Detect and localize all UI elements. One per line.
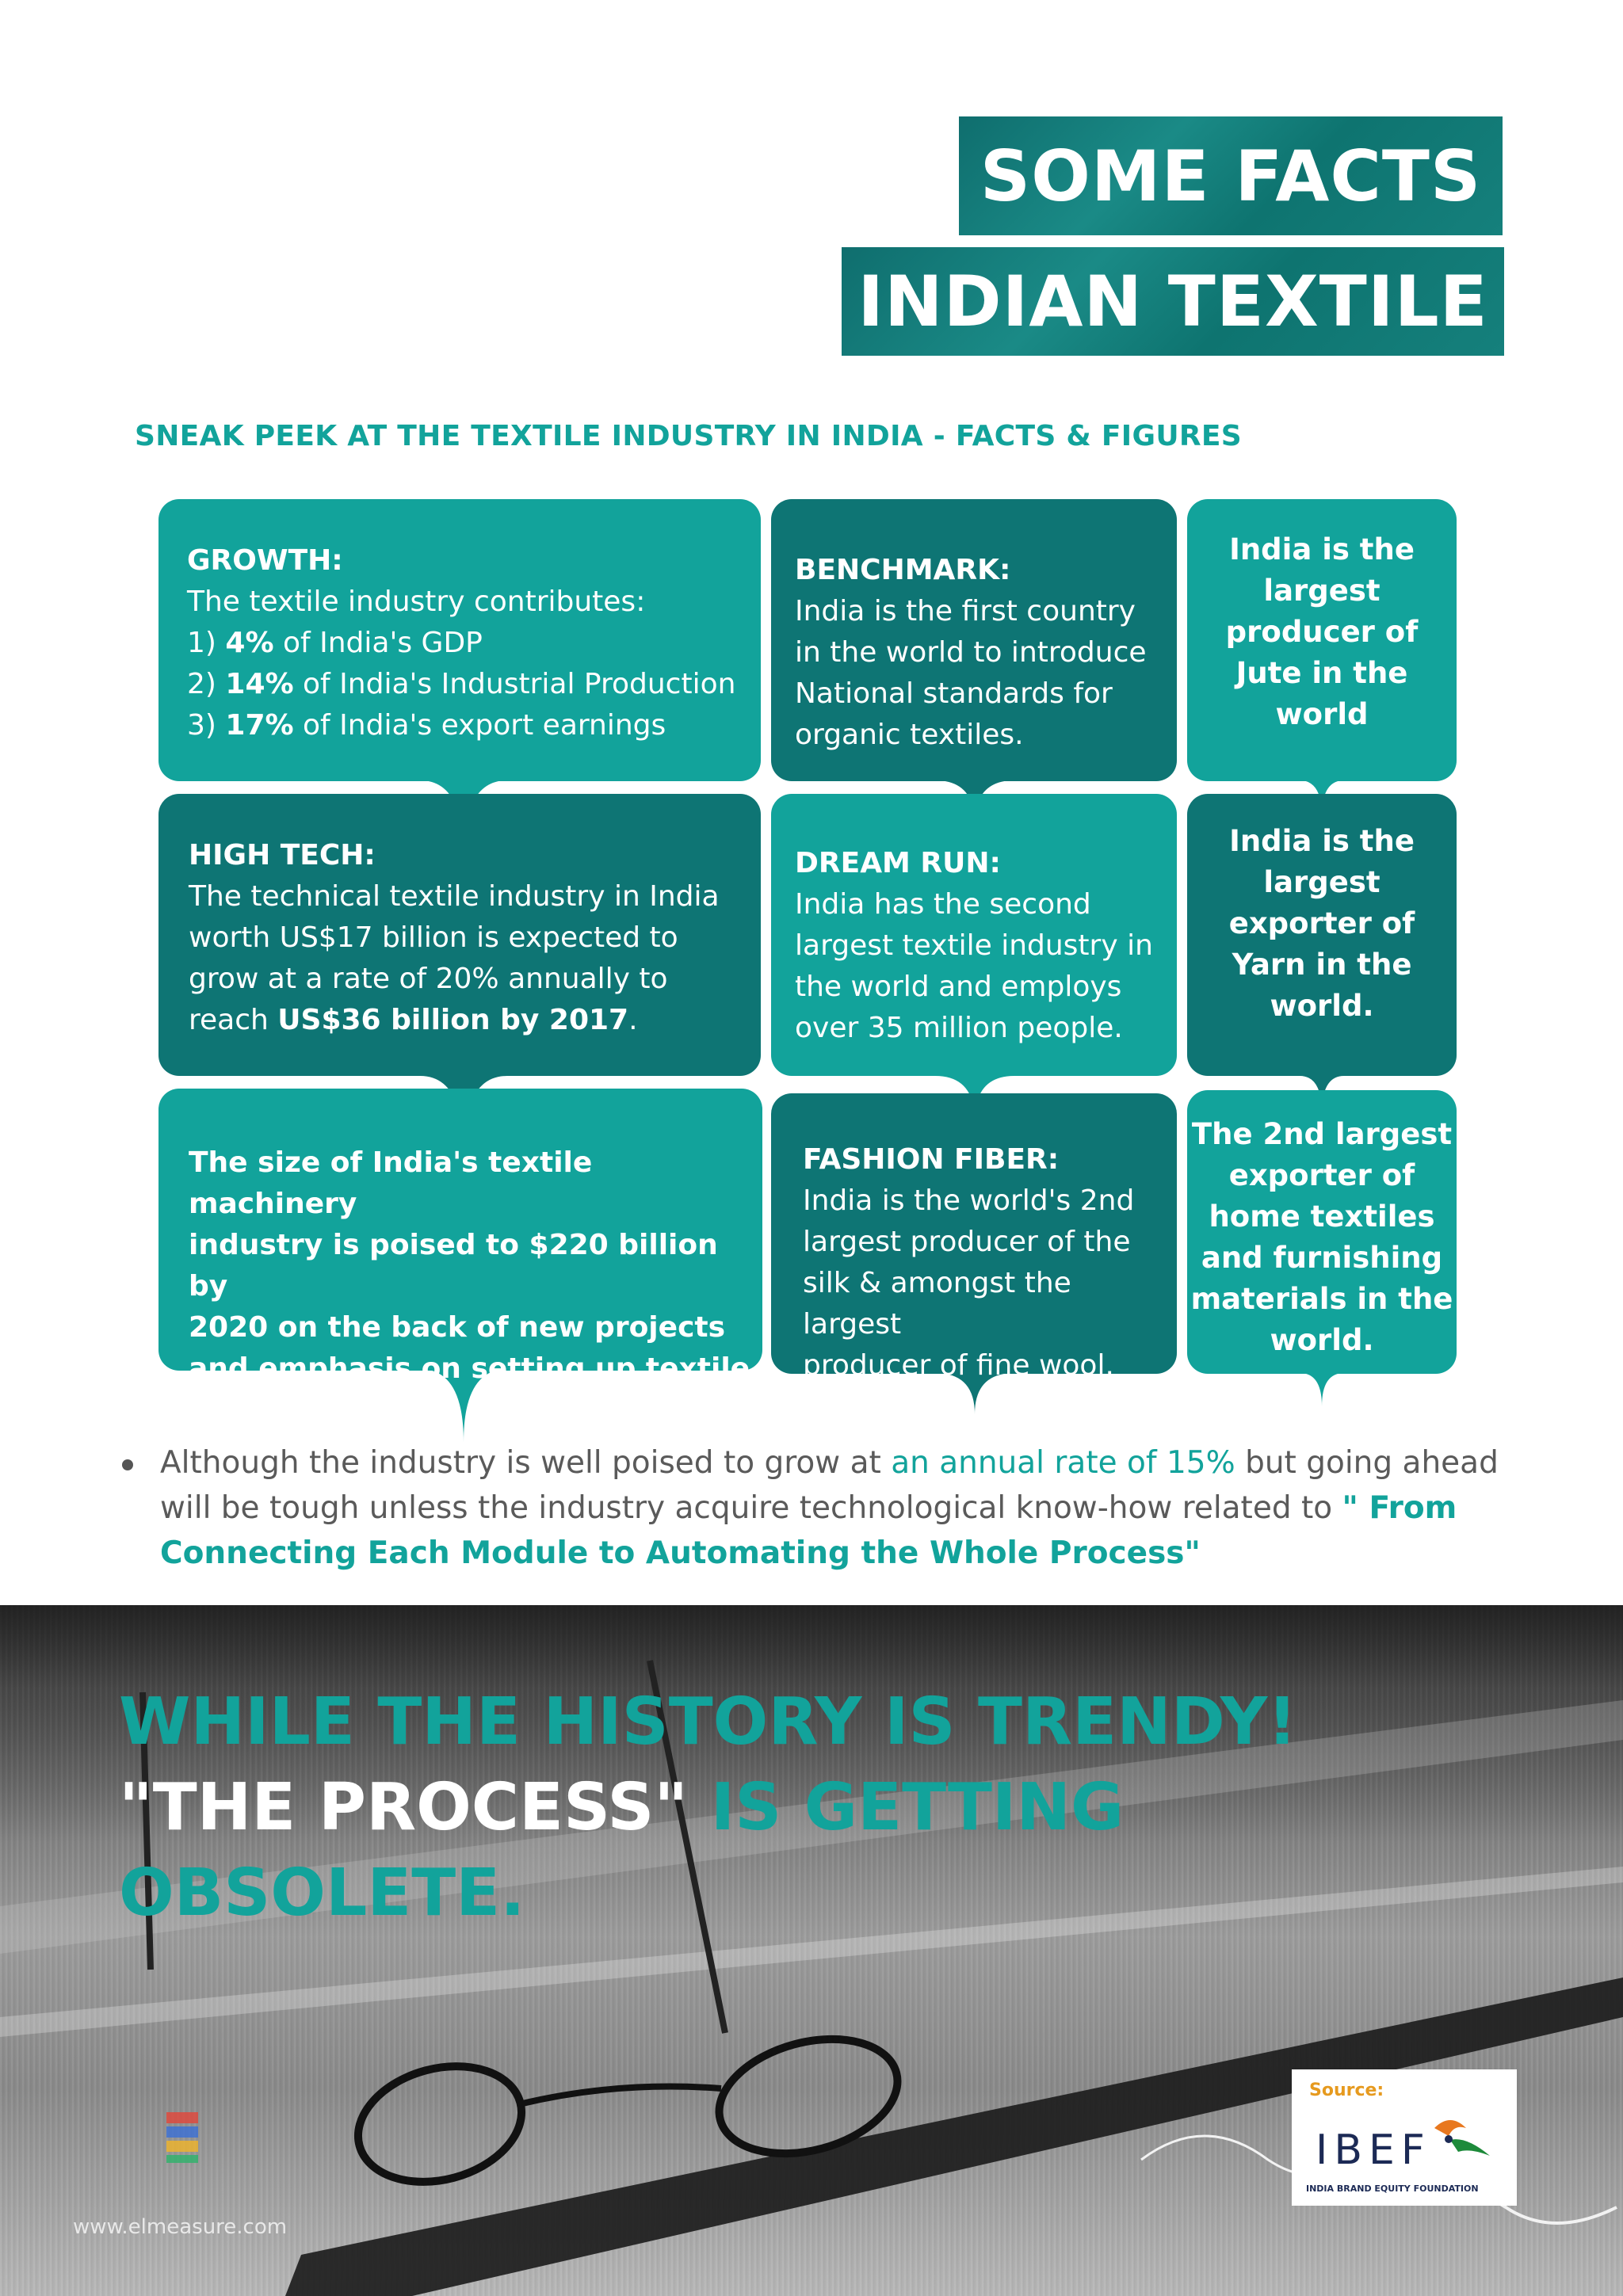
benchmark-line: in the world to introduce [795,636,1147,669]
bullet-text: Although the industry is well poised to … [160,1445,1499,1571]
section-subheading: SNEAK PEEK AT THE TEXTILE INDUSTRY IN IN… [135,420,1243,452]
headline-line2: "THE PROCESS" IS GETTING OBSOLETE. [119,1770,1125,1931]
growth-item: 2) 14% of India's Industrial Production [187,668,736,700]
card-jute: India is the largest producer of Jute in… [1187,499,1457,781]
bullet-dot [122,1459,133,1470]
hometextiles-line: The 2nd largest [1191,1117,1453,1151]
hometextiles-line: home textiles [1209,1199,1435,1234]
benchmark-line: India is the first country [795,595,1136,627]
dreamrun-heading: DREAM RUN: [795,847,1001,879]
elmeasure-logo-icon [166,2112,198,2163]
yarn-line: exporter of [1228,906,1415,940]
dreamrun-line: largest textile industry in [795,929,1153,962]
hometextiles-line: exporter of [1228,1158,1415,1192]
hightech-line: grow at a rate of 20% annually to [189,963,668,995]
hometextiles-line: world. [1270,1323,1374,1357]
jute-line: largest [1263,574,1381,608]
card-fashion: FASHION FIBER: India is the world's 2nd … [771,1093,1177,1382]
fashion-heading: FASHION FIBER: [803,1143,1060,1176]
title-line2: INDIAN TEXTILE [857,261,1488,342]
website-url: www.elmeasure.com [73,2215,288,2239]
growth-heading: GROWTH: [187,544,343,577]
yarn-line: India is the [1229,824,1415,858]
yarn-line: largest [1263,865,1381,899]
title-box-some-facts: SOME FACTS [959,116,1503,235]
jute-line: producer of [1225,615,1419,649]
headline: WHILE THE HISTORY IS TRENDY! "THE PROCES… [119,1680,1308,1936]
title-box-indian-textile: INDIAN TEXTILE [842,247,1504,356]
machinery-line: parks. [189,1394,289,1426]
ibef-bird-icon [1434,2120,1490,2156]
card-hightech: HIGH TECH: The technical textile industr… [158,794,761,1076]
hightech-line: reach US$36 billion by 2017. [189,1004,638,1036]
headline-line1: WHILE THE HISTORY IS TRENDY! [119,1684,1297,1760]
card-growth: GROWTH: The textile industry contributes… [158,499,761,781]
jute-line: India is the [1229,532,1415,566]
hometextiles-line: materials in the [1190,1282,1453,1316]
yarn-line: Yarn in the [1232,948,1412,982]
growth-rate-highlight: an annual rate of 15% [891,1445,1235,1481]
growth-item: 1) 4% of India's GDP [187,627,483,659]
dreamrun-line: over 35 million people. [795,1012,1123,1044]
process-quote: " From Connecting Each Module to Automat… [160,1490,1457,1571]
card-machinery: The size of India's textile machinery in… [158,1089,762,1426]
jute-line: world [1275,697,1369,731]
card-yarn: India is the largest exporter of Yarn in… [1187,794,1457,1076]
machinery-line: 2020 on the back of new projects [189,1311,726,1344]
machinery-line: and emphasis on setting up textile [189,1352,750,1385]
source-label: Source: [1309,2081,1384,2100]
fashion-bottom-point [935,1373,1014,1414]
card-benchmark: BENCHMARK: India is the first country in… [771,499,1177,781]
hightech-line: worth US$17 billion is expected to [189,921,678,954]
fashion-line: India is the world's 2nd [803,1184,1135,1217]
source-ibef-box: Source: IBEF INDIA BRAND EQUITY FOUNDATI… [1292,2069,1517,2206]
title-line1: SOME FACTS [980,135,1482,217]
benchmark-heading: BENCHMARK: [795,554,1011,586]
yarn-line: world. [1270,989,1374,1023]
card-dreamrun: DREAM RUN: India has the second largest … [771,794,1177,1076]
dreamrun-line: the world and employs [795,971,1122,1003]
fashion-line: producer of fine wool. [803,1349,1114,1382]
fashion-line: largest producer of the [803,1226,1131,1258]
machinery-line: The size of India's textile machinery [189,1146,593,1220]
jute-line: Jute in the [1235,656,1408,690]
benchmark-line: organic textiles. [795,719,1024,751]
hometextiles-bottom-point [1300,1373,1344,1406]
machinery-line: industry is poised to $220 billion by [189,1229,718,1302]
dreamrun-line: India has the second [795,888,1091,921]
ibef-logo-text: IBEF [1316,2126,1431,2174]
growth-intro: The textile industry contributes: [187,585,646,618]
fashion-line: silk & amongst the largest [803,1267,1071,1341]
growth-item: 3) 17% of India's export earnings [187,709,666,742]
hometextiles-line: and furnishing [1201,1241,1443,1275]
hightech-heading: HIGH TECH: [189,839,376,871]
photo-shading [0,1605,1623,2296]
hightech-line: The technical textile industry in India [189,880,720,913]
machinery-bottom-point [420,1369,507,1442]
benchmark-line: National standards for [795,677,1113,710]
card-hometextiles: The 2nd largest exporter of home textile… [1187,1090,1457,1374]
ibef-tagline: INDIA BRAND EQUITY FOUNDATION [1306,2183,1479,2194]
